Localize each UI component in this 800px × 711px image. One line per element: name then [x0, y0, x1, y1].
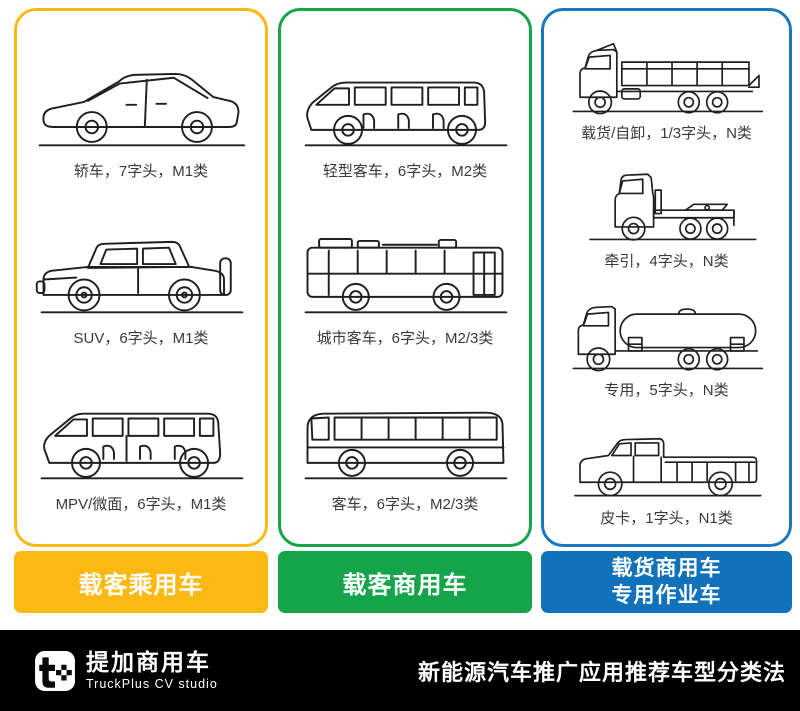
vehicle-cell-coach: 客车，6字头，M2/3类 [294, 374, 516, 514]
caption-city-bus: 城市客车，6字头，M2/3类 [316, 329, 494, 347]
vehicle-cell-sedan: 轿车，7字头，M1类 [30, 41, 252, 181]
column-box-passenger-cars: 轿车，7字头，M1类 SUV，6字头，M1类 [14, 8, 268, 547]
city-bus-icon [304, 237, 508, 313]
light-bus-drawing [294, 41, 516, 157]
column-box-cargo-special: 载货/自卸，1/3字头，N类 牵引，4字头，N类 [541, 8, 792, 547]
tanker-truck-icon [571, 305, 763, 371]
coach-bus-icon [304, 411, 508, 480]
caption-tractor: 牵引，4字头，N类 [604, 253, 729, 271]
logo-text-block: 提加商用车 TruckPlus CV studio [86, 648, 218, 692]
vehicle-cell-mpv: MPV/微面，6字头，M1类 [30, 374, 252, 514]
coach-bus-drawing [294, 374, 516, 490]
vehicle-cell-suv: SUV，6字头，M1类 [30, 208, 252, 348]
city-bus-drawing [294, 208, 516, 324]
footer-bar: 提加商用车 TruckPlus CV studio 新能源汽车推广应用推荐车型分… [0, 630, 800, 711]
mpv-drawing [30, 374, 252, 490]
caption-mpv: MPV/微面，6字头，M1类 [55, 495, 227, 513]
sedan-drawing [30, 41, 252, 157]
caption-sedan: 轿车，7字头，M1类 [73, 163, 209, 181]
banner-cargo-special: 载货商用车 专用作业车 [541, 551, 792, 613]
caption-tanker: 专用，5字头，N类 [604, 381, 729, 399]
vehicle-cell-cargo-truck: 载货/自卸，1/3字头，N类 [557, 27, 777, 143]
caption-cargo-truck: 载货/自卸，1/3字头，N类 [581, 125, 752, 143]
banner-passenger-cars-label: 载客乘用车 [78, 571, 204, 599]
truckplus-logo: 提加商用车 TruckPlus CV studio [34, 648, 218, 692]
caption-coach: 客车，6字头，M2/3类 [331, 495, 479, 513]
banner-passenger-commercial-label: 载客商用车 [342, 571, 468, 599]
logo-chinese-name: 提加商用车 [86, 648, 211, 675]
vehicle-cell-tanker: 专用，5字头，N类 [557, 284, 777, 400]
caption-light-bus: 轻型客车，6字头，M2类 [322, 163, 488, 181]
vehicle-cell-city-bus: 城市客车，6字头，M2/3类 [294, 208, 516, 348]
infographic-title: 新能源汽车推广应用推荐车型分类法 [417, 659, 786, 685]
suv-icon [35, 240, 244, 313]
sedan-icon [38, 73, 246, 147]
mpv-icon [40, 412, 244, 480]
pickup-truck-icon [573, 437, 762, 497]
tanker-drawing [557, 284, 777, 376]
column-box-passenger-commercial: 轻型客车，6字头，M2类 [278, 8, 532, 547]
light-bus-icon [304, 81, 508, 147]
suv-drawing [30, 208, 252, 324]
banner-passenger-commercial: 载客商用车 [278, 551, 532, 613]
vehicle-cell-tractor: 牵引，4字头，N类 [557, 155, 777, 271]
banner-passenger-cars: 载客乘用车 [14, 551, 268, 613]
cargo-truck-icon [571, 43, 763, 115]
cargo-truck-drawing [557, 27, 777, 119]
tractor-drawing [557, 155, 777, 247]
banner-cargo-special-line1: 载货商用车 [611, 556, 722, 580]
caption-pickup: 皮卡，1字头，N1类 [600, 509, 733, 527]
truckplus-logo-icon [35, 650, 75, 691]
caption-suv: SUV，6字头，M1类 [73, 329, 209, 347]
vehicle-cell-pickup: 皮卡，1字头，N1类 [557, 412, 777, 528]
pickup-drawing [557, 412, 777, 504]
vehicle-cell-light-bus: 轻型客车，6字头，M2类 [294, 41, 516, 181]
tractor-icon [588, 173, 756, 242]
logo-english-name: TruckPlus CV studio [86, 677, 218, 692]
banner-cargo-special-line2: 专用作业车 [611, 584, 722, 607]
